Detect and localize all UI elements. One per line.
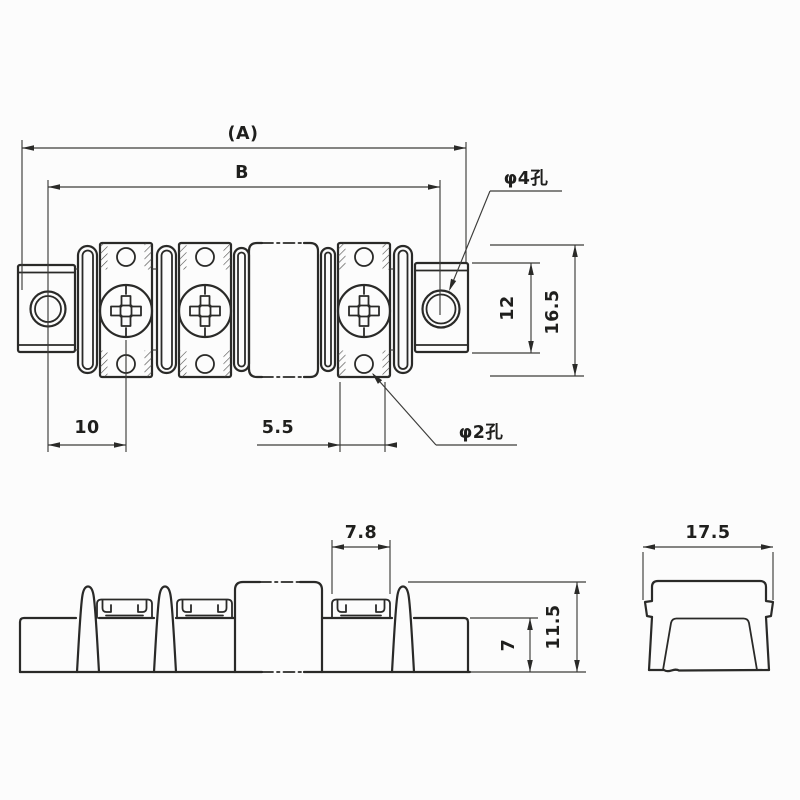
terminal-section-3 xyxy=(336,241,392,379)
leader-phi2-hole: φ2孔 xyxy=(372,373,517,446)
dim-label-total-height: 11.5 xyxy=(544,604,564,649)
dim-tab-height: 12 xyxy=(472,262,540,354)
barrier-slot-5 xyxy=(390,244,414,375)
dim-label-body-height: 16.5 xyxy=(543,289,563,334)
dim-base-height: 7 xyxy=(470,617,586,673)
barrier-slot-2 xyxy=(152,244,178,375)
barrier-slot-1 xyxy=(75,244,99,375)
barrier-fin-3 xyxy=(390,585,416,674)
end-cap-profile xyxy=(643,579,775,619)
phillips-screw-1 xyxy=(98,283,154,339)
phi2-hole xyxy=(354,247,374,267)
phi2-hole xyxy=(195,247,215,267)
phillips-screw-2 xyxy=(177,283,233,339)
dim-total-height: 11.5 xyxy=(408,581,586,672)
dim-overall-length: (A) xyxy=(21,124,467,290)
dim-side-width: 17.5 xyxy=(642,523,774,600)
wire-clip-3 xyxy=(331,598,391,619)
terminal-section-2 xyxy=(177,241,233,379)
right-mounting-tab xyxy=(413,261,470,354)
dim-body-height: 16.5 xyxy=(490,244,584,377)
phi2-hole xyxy=(195,354,215,374)
left-end-bar xyxy=(18,616,78,674)
dim-label-tab-height: 12 xyxy=(498,295,518,320)
side-view: 17.5 xyxy=(642,523,775,673)
phi2-hole xyxy=(116,247,136,267)
right-end-bar xyxy=(412,616,470,674)
dim-label-mounting-pitch: B xyxy=(235,163,249,183)
phillips-screw-3 xyxy=(336,283,392,339)
dim-label-end-to-first-screw: 10 xyxy=(74,418,99,438)
side-left-edge xyxy=(647,615,654,672)
center-break-block xyxy=(247,241,320,379)
dim-end-to-first-screw: 10 xyxy=(48,340,127,452)
label-phi4-hole: φ4孔 xyxy=(504,169,549,189)
dim-mounting-pitch: B xyxy=(47,163,441,452)
dim-label-base-height: 7 xyxy=(499,639,519,652)
left-mounting-tab xyxy=(16,263,77,354)
phi4-hole-right xyxy=(421,289,461,329)
wire-clip-1 xyxy=(96,598,153,619)
barrier-fin-1 xyxy=(75,585,101,674)
side-bottom-edge xyxy=(647,668,771,673)
front-view: 7.8 7 11.5 xyxy=(18,523,586,674)
side-right-edge xyxy=(764,615,771,672)
wire-clip-2 xyxy=(176,598,233,619)
dim-label-overall-length: (A) xyxy=(227,124,258,144)
dim-label-clip-width: 7.8 xyxy=(345,523,378,543)
leader-phi4-hole: φ4孔 xyxy=(449,169,562,291)
dim-label-pocket-width: 5.5 xyxy=(262,418,295,438)
dim-clip-width: 7.8 xyxy=(331,523,391,594)
barrier-fin-2 xyxy=(152,585,178,674)
barrier-slot-3 xyxy=(232,246,251,373)
dim-label-side-width: 17.5 xyxy=(685,523,730,543)
dim-pocket-width: 5.5 xyxy=(257,382,397,452)
barrier-slot-4 xyxy=(319,246,337,373)
top-view: (A) B φ4孔 12 xyxy=(16,124,584,452)
terminal-section-1 xyxy=(98,241,154,379)
label-phi2-hole: φ2孔 xyxy=(459,423,504,443)
inner-face-profile xyxy=(662,617,758,671)
center-break-block-front xyxy=(233,580,324,674)
phi2-hole xyxy=(354,354,374,374)
